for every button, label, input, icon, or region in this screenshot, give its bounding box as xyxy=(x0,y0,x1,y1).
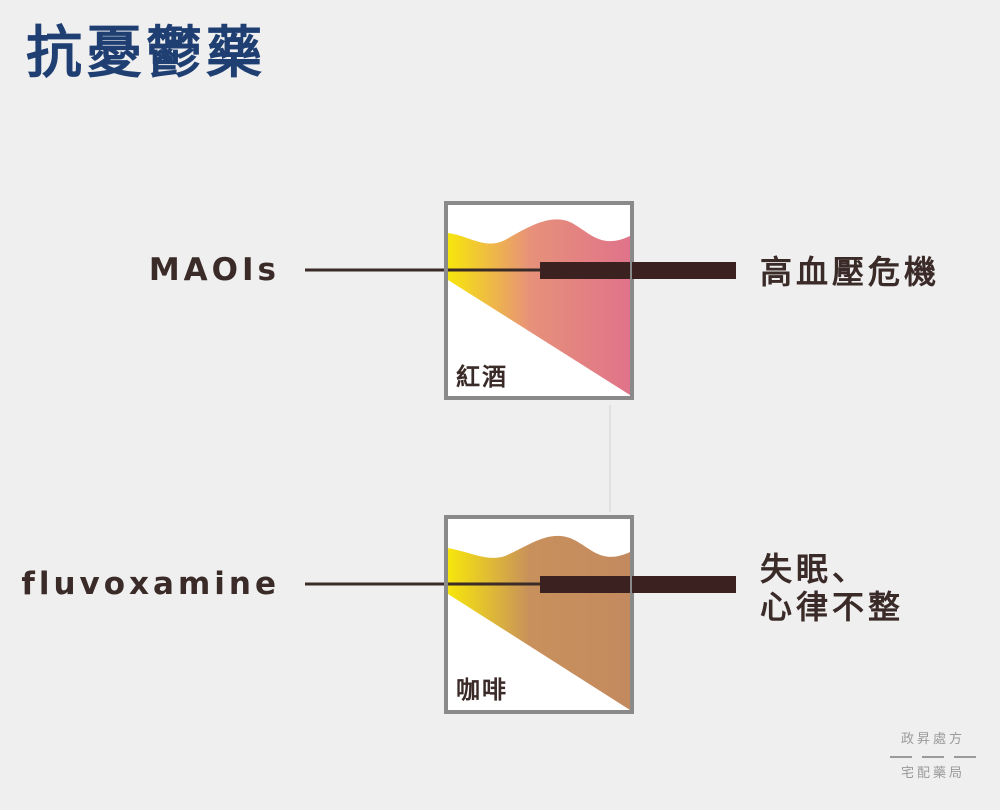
brand-logo: 政昇處方 宅配藥局 xyxy=(890,730,976,784)
effect-bar-inside-coffee xyxy=(540,576,630,593)
effect-bar-fluvoxamine xyxy=(632,576,736,593)
interaction-row-2: fluvoxamine 咖啡 失眠、 心律不整 xyxy=(21,515,904,714)
effect-label-fluvoxamine-line2: 心律不整 xyxy=(760,588,904,626)
food-label-wine: 紅酒 xyxy=(456,363,508,391)
drug-label-fluvoxamine: fluvoxamine xyxy=(21,566,280,602)
interaction-row-1: MAOIs 紅酒 高血壓危機 xyxy=(149,201,940,400)
food-panel-wine: 紅酒 xyxy=(444,201,634,400)
effect-bar-maois xyxy=(632,262,736,279)
food-panel-coffee: 咖啡 xyxy=(444,515,634,714)
food-label-coffee: 咖啡 xyxy=(456,676,508,704)
effect-label-fluvoxamine-line1: 失眠、 xyxy=(760,550,868,588)
effect-bar-inside-wine xyxy=(540,262,630,279)
brand-line-2: 宅配藥局 xyxy=(900,766,965,781)
page-title: 抗憂鬱藥 xyxy=(26,21,266,86)
brand-divider xyxy=(890,750,976,764)
drug-label-maois: MAOIs xyxy=(149,252,280,288)
effect-label-maois: 高血壓危機 xyxy=(760,253,940,291)
brand-line-1: 政昇處方 xyxy=(900,732,965,747)
